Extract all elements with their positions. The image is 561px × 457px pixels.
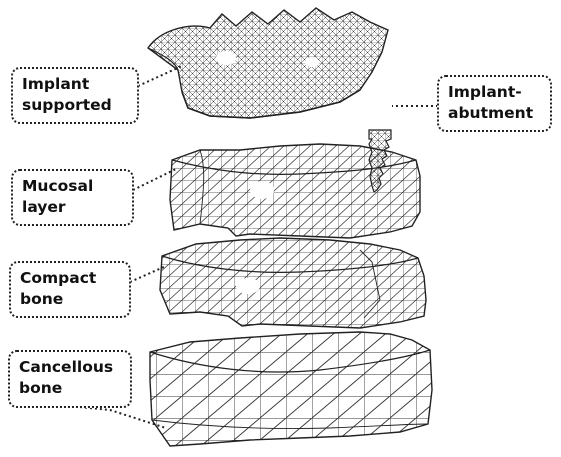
implant-supported-mesh xyxy=(148,8,388,118)
compact-bone-mesh xyxy=(160,238,426,328)
callout-cancellous-bone: Cancellous bone xyxy=(8,350,132,408)
callout-mucosal-layer: Mucosal layer xyxy=(11,169,134,226)
callout-implant-abutment-line2: abutment xyxy=(448,103,541,124)
mucosal-layer-mesh xyxy=(170,144,420,238)
callout-mucosal-layer-line1: Mucosal xyxy=(22,176,123,197)
callout-compact-bone: Compact bone xyxy=(9,261,131,318)
leader-implant-supported xyxy=(138,66,182,86)
callout-compact-bone-line2: bone xyxy=(20,289,120,310)
callout-mucosal-layer-line2: layer xyxy=(22,197,123,218)
callout-compact-bone-line1: Compact xyxy=(20,268,120,289)
callout-cancellous-bone-line2: bone xyxy=(19,378,121,399)
cancellous-bone-mesh xyxy=(150,332,432,446)
callout-cancellous-bone-line1: Cancellous xyxy=(19,357,121,378)
callout-implant-abutment-line1: Implant- xyxy=(448,82,541,103)
callout-implant-supported-line2: supported xyxy=(22,95,128,116)
callout-implant-abutment: Implant- abutment xyxy=(437,75,552,132)
callout-implant-supported: Implant supported xyxy=(11,67,139,124)
callout-implant-supported-line1: Implant xyxy=(22,74,128,95)
